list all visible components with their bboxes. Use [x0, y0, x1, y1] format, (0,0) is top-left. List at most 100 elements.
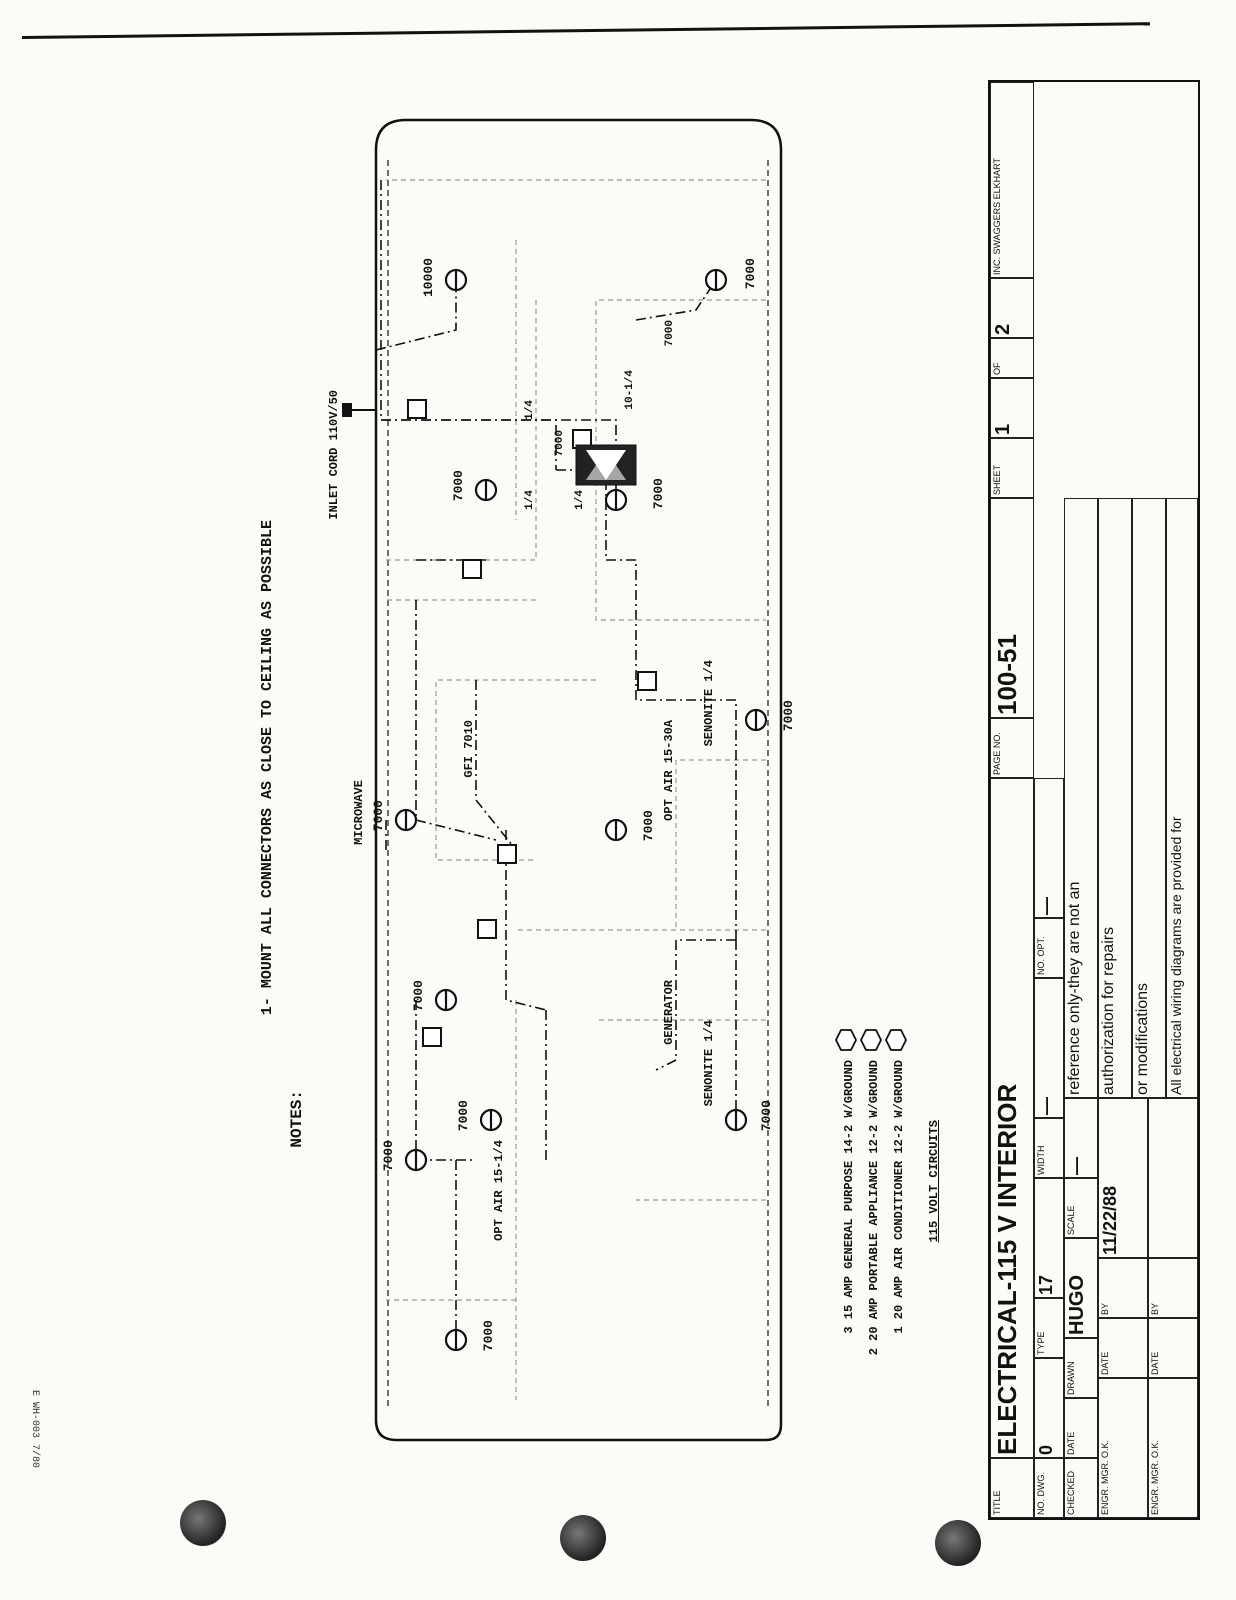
outlet-label: 7000	[651, 478, 666, 510]
legend-num: 3	[842, 1326, 856, 1334]
inlet-plug	[342, 403, 376, 417]
legend-text: 15 AMP GENERAL PURPOSE 14-2 W/GROUND	[842, 1060, 856, 1320]
legend-item-2: 2 20 AMP PORTABLE APPLIANCE 12-2 W/GROUN…	[867, 1060, 881, 1355]
outlet-label: 7000	[743, 258, 758, 290]
revision-note-1: reference only-they are not an	[1064, 498, 1098, 1098]
outlets	[394, 268, 768, 1352]
outlet-label: 10000	[421, 258, 436, 298]
breaker-panel	[575, 444, 637, 486]
outlet	[704, 268, 728, 292]
of-value: 2	[990, 278, 1034, 338]
outlet	[474, 478, 498, 502]
punch-hole	[560, 1515, 606, 1561]
generator-label: GENERATOR	[662, 980, 676, 1045]
engr-2-label: ENGR. MGR. O.K.	[1148, 1378, 1198, 1518]
microwave-label: MICROWAVE	[352, 780, 366, 845]
drawn-value: HUGO	[1064, 1238, 1098, 1338]
amp-label-2: 1/4	[524, 490, 536, 510]
date-label: DATE	[1064, 1398, 1098, 1458]
amp-label-1: 1/4	[574, 490, 586, 510]
outlet-label: 7000	[641, 810, 656, 842]
outlet	[604, 488, 628, 512]
outlet-label: 7000	[759, 1100, 774, 1132]
opt-value: —	[1034, 778, 1064, 918]
type-label: TYPE	[1034, 1298, 1064, 1358]
drawn-label: DRAWN	[1064, 1338, 1098, 1398]
scale-value: —	[1064, 1098, 1098, 1178]
by-2-label: BY	[1148, 1258, 1198, 1318]
punch-hole	[935, 1520, 981, 1566]
title-label: TITLE	[990, 1458, 1034, 1518]
extra-label-a: 7000	[554, 430, 566, 457]
blank-cell	[1148, 1098, 1198, 1258]
outlet-label: 7000	[481, 1320, 496, 1352]
width-label: WIDTH	[1034, 1118, 1064, 1178]
junction-box	[422, 1027, 442, 1047]
legend-text: 20 AMP PORTABLE APPLIANCE 12-2 W/GROUND	[867, 1060, 881, 1341]
legend-title: 115 VOLT CIRCUITS	[927, 1120, 941, 1243]
legend-num: 2	[867, 1348, 881, 1356]
interior-walls	[386, 179, 766, 1400]
date-3-label: DATE	[1148, 1318, 1198, 1378]
amp-label-3: 1/4	[524, 400, 536, 420]
opt-air-2-label: OPT AIR 15-1/4	[492, 1140, 506, 1241]
scale-label: SCALE	[1064, 1178, 1098, 1238]
legend-hexes	[834, 1029, 908, 1051]
type-value: 17	[1034, 1178, 1064, 1298]
senonite-label-2: SENONITE 1/4	[702, 1020, 716, 1107]
legend-num: 1	[892, 1326, 906, 1334]
senonite-label-1: SENONITE 1/4	[702, 660, 716, 747]
amp-label-4: 10-1/4	[624, 370, 636, 410]
no-dwg-label: NO. DWG.	[1034, 1458, 1064, 1518]
outlet	[444, 1328, 468, 1352]
date-value: 11/22/88	[1098, 1098, 1148, 1258]
outlet	[394, 808, 418, 832]
junction-box	[462, 559, 482, 579]
junction-box	[497, 844, 517, 864]
opt-air-label: OPT AIR 15-30A	[662, 720, 676, 821]
checked-label: CHECKED	[1064, 1458, 1098, 1518]
gfi-label: GFI 7010	[462, 720, 476, 778]
outlet	[434, 988, 458, 1012]
outlet-label: 7000	[371, 800, 386, 832]
extra-label-b: 7000	[664, 320, 676, 347]
engr-label: ENGR. MGR. O.K.	[1098, 1378, 1148, 1518]
revision-note-4: All electrical wiring diagrams are provi…	[1166, 498, 1198, 1098]
outlet-label: 7000	[381, 1140, 396, 1172]
punch-hole	[180, 1500, 226, 1546]
outlet	[404, 1148, 428, 1172]
outlet-label: 7000	[451, 470, 466, 502]
by-label: BY	[1098, 1258, 1148, 1318]
legend-item-1: 1 20 AMP AIR CONDITIONER 12-2 W/GROUND	[892, 1060, 906, 1334]
junction-boxes	[407, 399, 657, 1047]
title-block: TITLE ELECTRICAL-115 V INTERIOR PAGE NO.…	[988, 80, 1200, 1520]
junction-box	[477, 919, 497, 939]
outlet	[744, 708, 768, 732]
date-2-label: DATE	[1098, 1318, 1148, 1378]
junction-box	[407, 399, 427, 419]
title-value: ELECTRICAL-115 V INTERIOR	[990, 778, 1034, 1458]
legend-item-3: 3 15 AMP GENERAL PURPOSE 14-2 W/GROUND	[842, 1060, 856, 1334]
sheet-value: 1	[990, 378, 1034, 438]
inlet-cord-label: INLET CORD 110V/50	[327, 390, 341, 520]
width-value: —	[1034, 978, 1064, 1118]
no-dwg-value: 0	[1034, 1358, 1064, 1458]
of-label: OF	[990, 338, 1034, 378]
legend-text: 20 AMP AIR CONDITIONER 12-2 W/GROUND	[892, 1060, 906, 1320]
company-text: INC. SWAGGERS ELKHART	[990, 82, 1034, 278]
outlet	[724, 1108, 748, 1132]
page-value: 100-51	[990, 498, 1034, 718]
outlet	[479, 1108, 503, 1132]
outlet-label: 7000	[411, 980, 426, 1012]
outlet-label: 7000	[781, 700, 796, 732]
revision-note-3: or modifications	[1132, 498, 1166, 1098]
revision-note-2: authorization for repairs	[1098, 498, 1132, 1098]
junction-box	[637, 671, 657, 691]
sheet-label: SHEET	[990, 438, 1034, 498]
trailer-outline	[374, 118, 783, 1442]
opt-label: NO. OPT.	[1034, 918, 1064, 978]
page-label: PAGE NO.	[990, 718, 1034, 778]
